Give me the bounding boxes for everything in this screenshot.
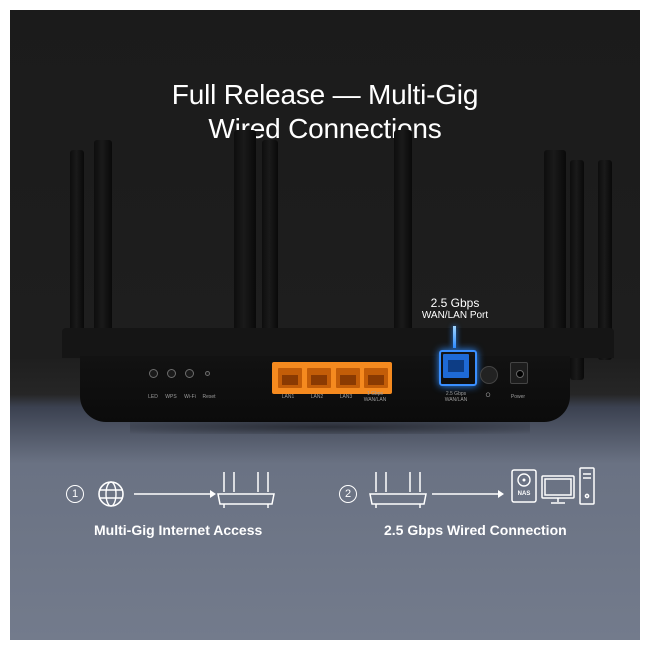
antenna-left-outer bbox=[70, 150, 84, 340]
wan-port-label: 2.5 Gbps WAN/LAN bbox=[444, 391, 468, 403]
lan-port-block bbox=[272, 362, 392, 394]
product-banner: Full Release — Multi-Gig Wired Connectio… bbox=[10, 10, 640, 640]
wps-label: WPS bbox=[165, 394, 177, 400]
antenna-right-3 bbox=[570, 160, 584, 380]
callout-connector bbox=[453, 326, 456, 348]
headline-line-1: Full Release — Multi-Gig bbox=[171, 79, 479, 110]
router-shadow bbox=[130, 420, 530, 434]
reset-label: Reset bbox=[202, 394, 216, 400]
router-icon bbox=[217, 472, 275, 508]
wifi-label: Wi-Fi bbox=[184, 394, 196, 400]
wan-port-highlight bbox=[439, 350, 477, 386]
antenna-left-1 bbox=[94, 140, 112, 380]
arrow-icon bbox=[134, 490, 216, 498]
nas-text: NAS bbox=[517, 491, 531, 497]
feature-1-number: 1 bbox=[66, 485, 84, 503]
wan-port bbox=[443, 354, 469, 378]
power-jack bbox=[510, 362, 528, 384]
callout-port-name: WAN/LAN Port bbox=[421, 310, 489, 321]
wifi-button bbox=[185, 369, 194, 378]
nas-icon bbox=[511, 469, 537, 503]
globe-icon bbox=[98, 481, 124, 507]
lan2-label: LAN2 bbox=[310, 394, 324, 400]
led-label: LED bbox=[148, 394, 158, 400]
lan1-label: LAN1 bbox=[281, 394, 295, 400]
gig-wan-lan-port bbox=[364, 368, 388, 388]
antenna-right-2 bbox=[544, 150, 566, 380]
computer-icon bbox=[541, 467, 595, 505]
gig-wan-lan-label: 1 Gbps WAN/LAN bbox=[363, 391, 387, 403]
power-button bbox=[480, 366, 498, 384]
antenna-left-2 bbox=[234, 130, 256, 380]
reset-hole bbox=[205, 371, 210, 376]
power-button-symbol: ⭘ bbox=[485, 393, 491, 399]
antenna-left-3 bbox=[262, 140, 278, 350]
wps-button bbox=[167, 369, 176, 378]
led-button bbox=[149, 369, 158, 378]
router-top-shell bbox=[62, 328, 614, 358]
lan1-port bbox=[278, 368, 302, 388]
feature-2-label: 2.5 Gbps Wired Connection bbox=[384, 522, 567, 538]
lan3-port bbox=[336, 368, 360, 388]
arrow-icon-2 bbox=[432, 490, 504, 498]
lan2-port bbox=[307, 368, 331, 388]
feature-1-label: Multi-Gig Internet Access bbox=[94, 522, 263, 538]
feature-2-number: 2 bbox=[339, 485, 357, 503]
router-icon-2 bbox=[369, 472, 427, 508]
power-label: Power bbox=[510, 394, 526, 400]
callout-speed: 2.5 Gbps bbox=[430, 296, 480, 310]
antenna-right-1 bbox=[394, 130, 412, 340]
wan-callout: 2.5 Gbps WAN/LAN Port bbox=[414, 296, 496, 322]
lan3-label: LAN3 bbox=[339, 394, 353, 400]
antenna-right-outer bbox=[598, 160, 612, 360]
